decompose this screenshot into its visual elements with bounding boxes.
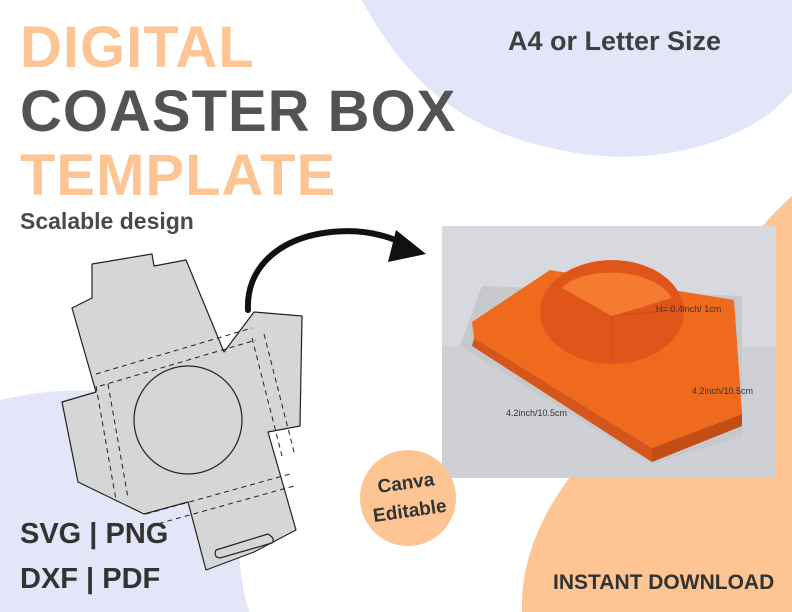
- formats-line-2: DXF | PDF: [20, 563, 161, 595]
- side-left-label: 4.2inch/10.5cm: [506, 408, 567, 418]
- curved-arrow-icon: [244, 228, 426, 313]
- height-label: H= 0.4inch/ 1cm: [656, 304, 721, 314]
- coaster-box-dieline-icon: [61, 253, 303, 571]
- title-line-digital: DIGITAL: [20, 15, 255, 80]
- side-right-label: 4.2inch/10.5cm: [692, 386, 753, 396]
- size-text: A4 or Letter Size: [508, 26, 722, 56]
- title-line-coaster-box: COASTER BOX: [20, 79, 457, 144]
- title-line-template: TEMPLATE: [20, 143, 337, 208]
- lavender-blob-top: [362, 0, 792, 157]
- canva-editable-badge: Canva Editable: [360, 450, 456, 546]
- product-photo: H= 0.4inch/ 1cm 4.2inch/10.5cm 4.2inch/1…: [442, 226, 776, 478]
- instant-download-text: INSTANT DOWNLOAD: [553, 571, 775, 594]
- formats-line-1: SVG | PNG: [20, 518, 169, 550]
- subtitle: Scalable design: [20, 208, 194, 234]
